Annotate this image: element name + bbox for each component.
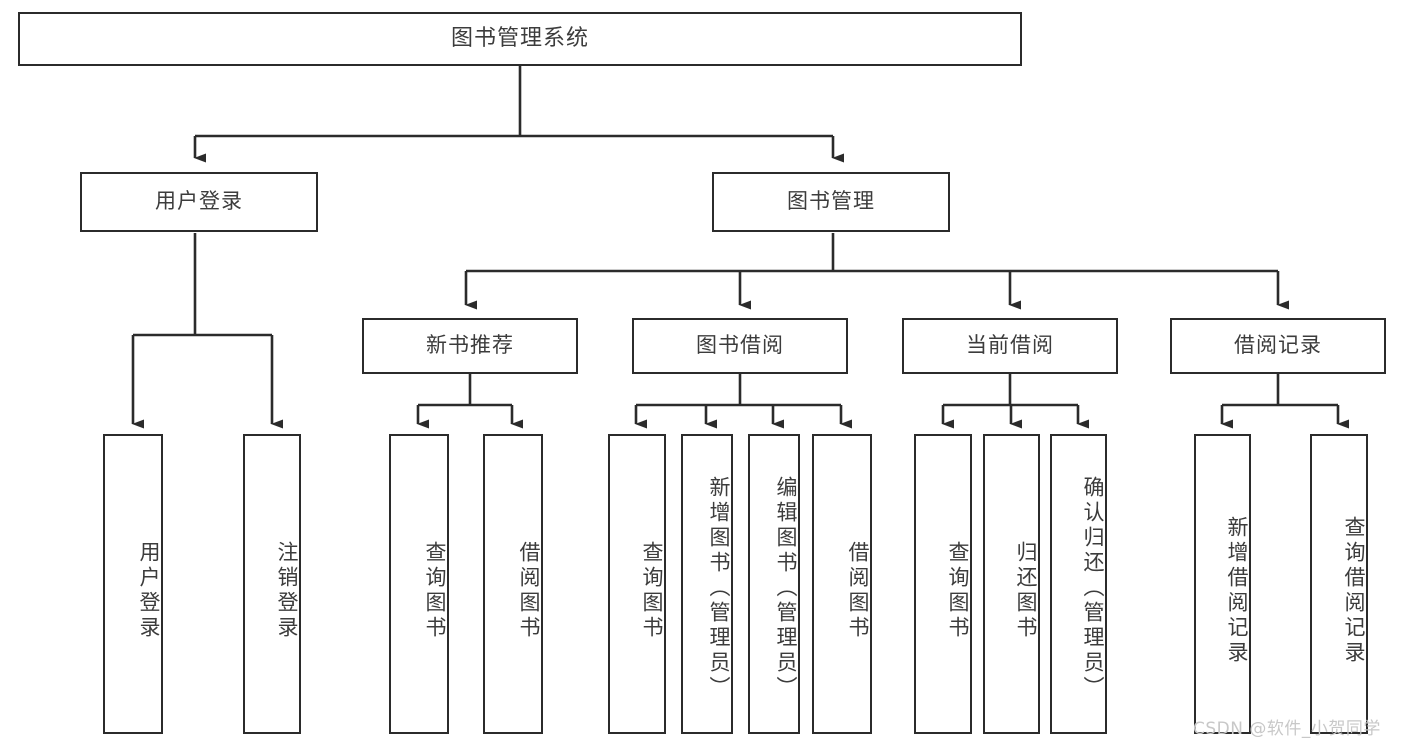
- leaf-node-query-book-rec[interactable]: 查询图书: [389, 434, 449, 734]
- node-book-borrow[interactable]: 图书借阅: [632, 318, 848, 374]
- leaf-node-user-login[interactable]: 用户登录: [103, 434, 163, 734]
- leaf-node-borrow-book-rec[interactable]: 借阅图书: [483, 434, 543, 734]
- leaf-node-query-book-borrow[interactable]: 查询图书: [608, 434, 666, 734]
- leaf-node-query-book-current[interactable]: 查询图书: [914, 434, 972, 734]
- node-new-book-recommend[interactable]: 新书推荐: [362, 318, 578, 374]
- node-book-manage[interactable]: 图书管理: [712, 172, 950, 232]
- leaf-node-confirm-return-admin[interactable]: 确认归还（管理员）: [1050, 434, 1107, 734]
- csdn-watermark: CSDN @软件_小贺同学: [1193, 719, 1381, 739]
- leaf-node-query-borrow-record[interactable]: 查询借阅记录: [1310, 434, 1368, 734]
- node-current-borrow[interactable]: 当前借阅: [902, 318, 1118, 374]
- leaf-node-edit-book-admin[interactable]: 编辑图书（管理员）: [748, 434, 800, 734]
- node-root-system[interactable]: 图书管理系统: [18, 12, 1022, 66]
- leaf-node-borrow-book[interactable]: 借阅图书: [812, 434, 872, 734]
- leaf-node-return-book[interactable]: 归还图书: [983, 434, 1040, 734]
- node-user-login[interactable]: 用户登录: [80, 172, 318, 232]
- leaf-node-add-book-admin[interactable]: 新增图书（管理员）: [681, 434, 733, 734]
- node-borrow-record[interactable]: 借阅记录: [1170, 318, 1386, 374]
- leaf-node-logout[interactable]: 注销登录: [243, 434, 301, 734]
- leaf-node-add-borrow-record[interactable]: 新增借阅记录: [1194, 434, 1251, 734]
